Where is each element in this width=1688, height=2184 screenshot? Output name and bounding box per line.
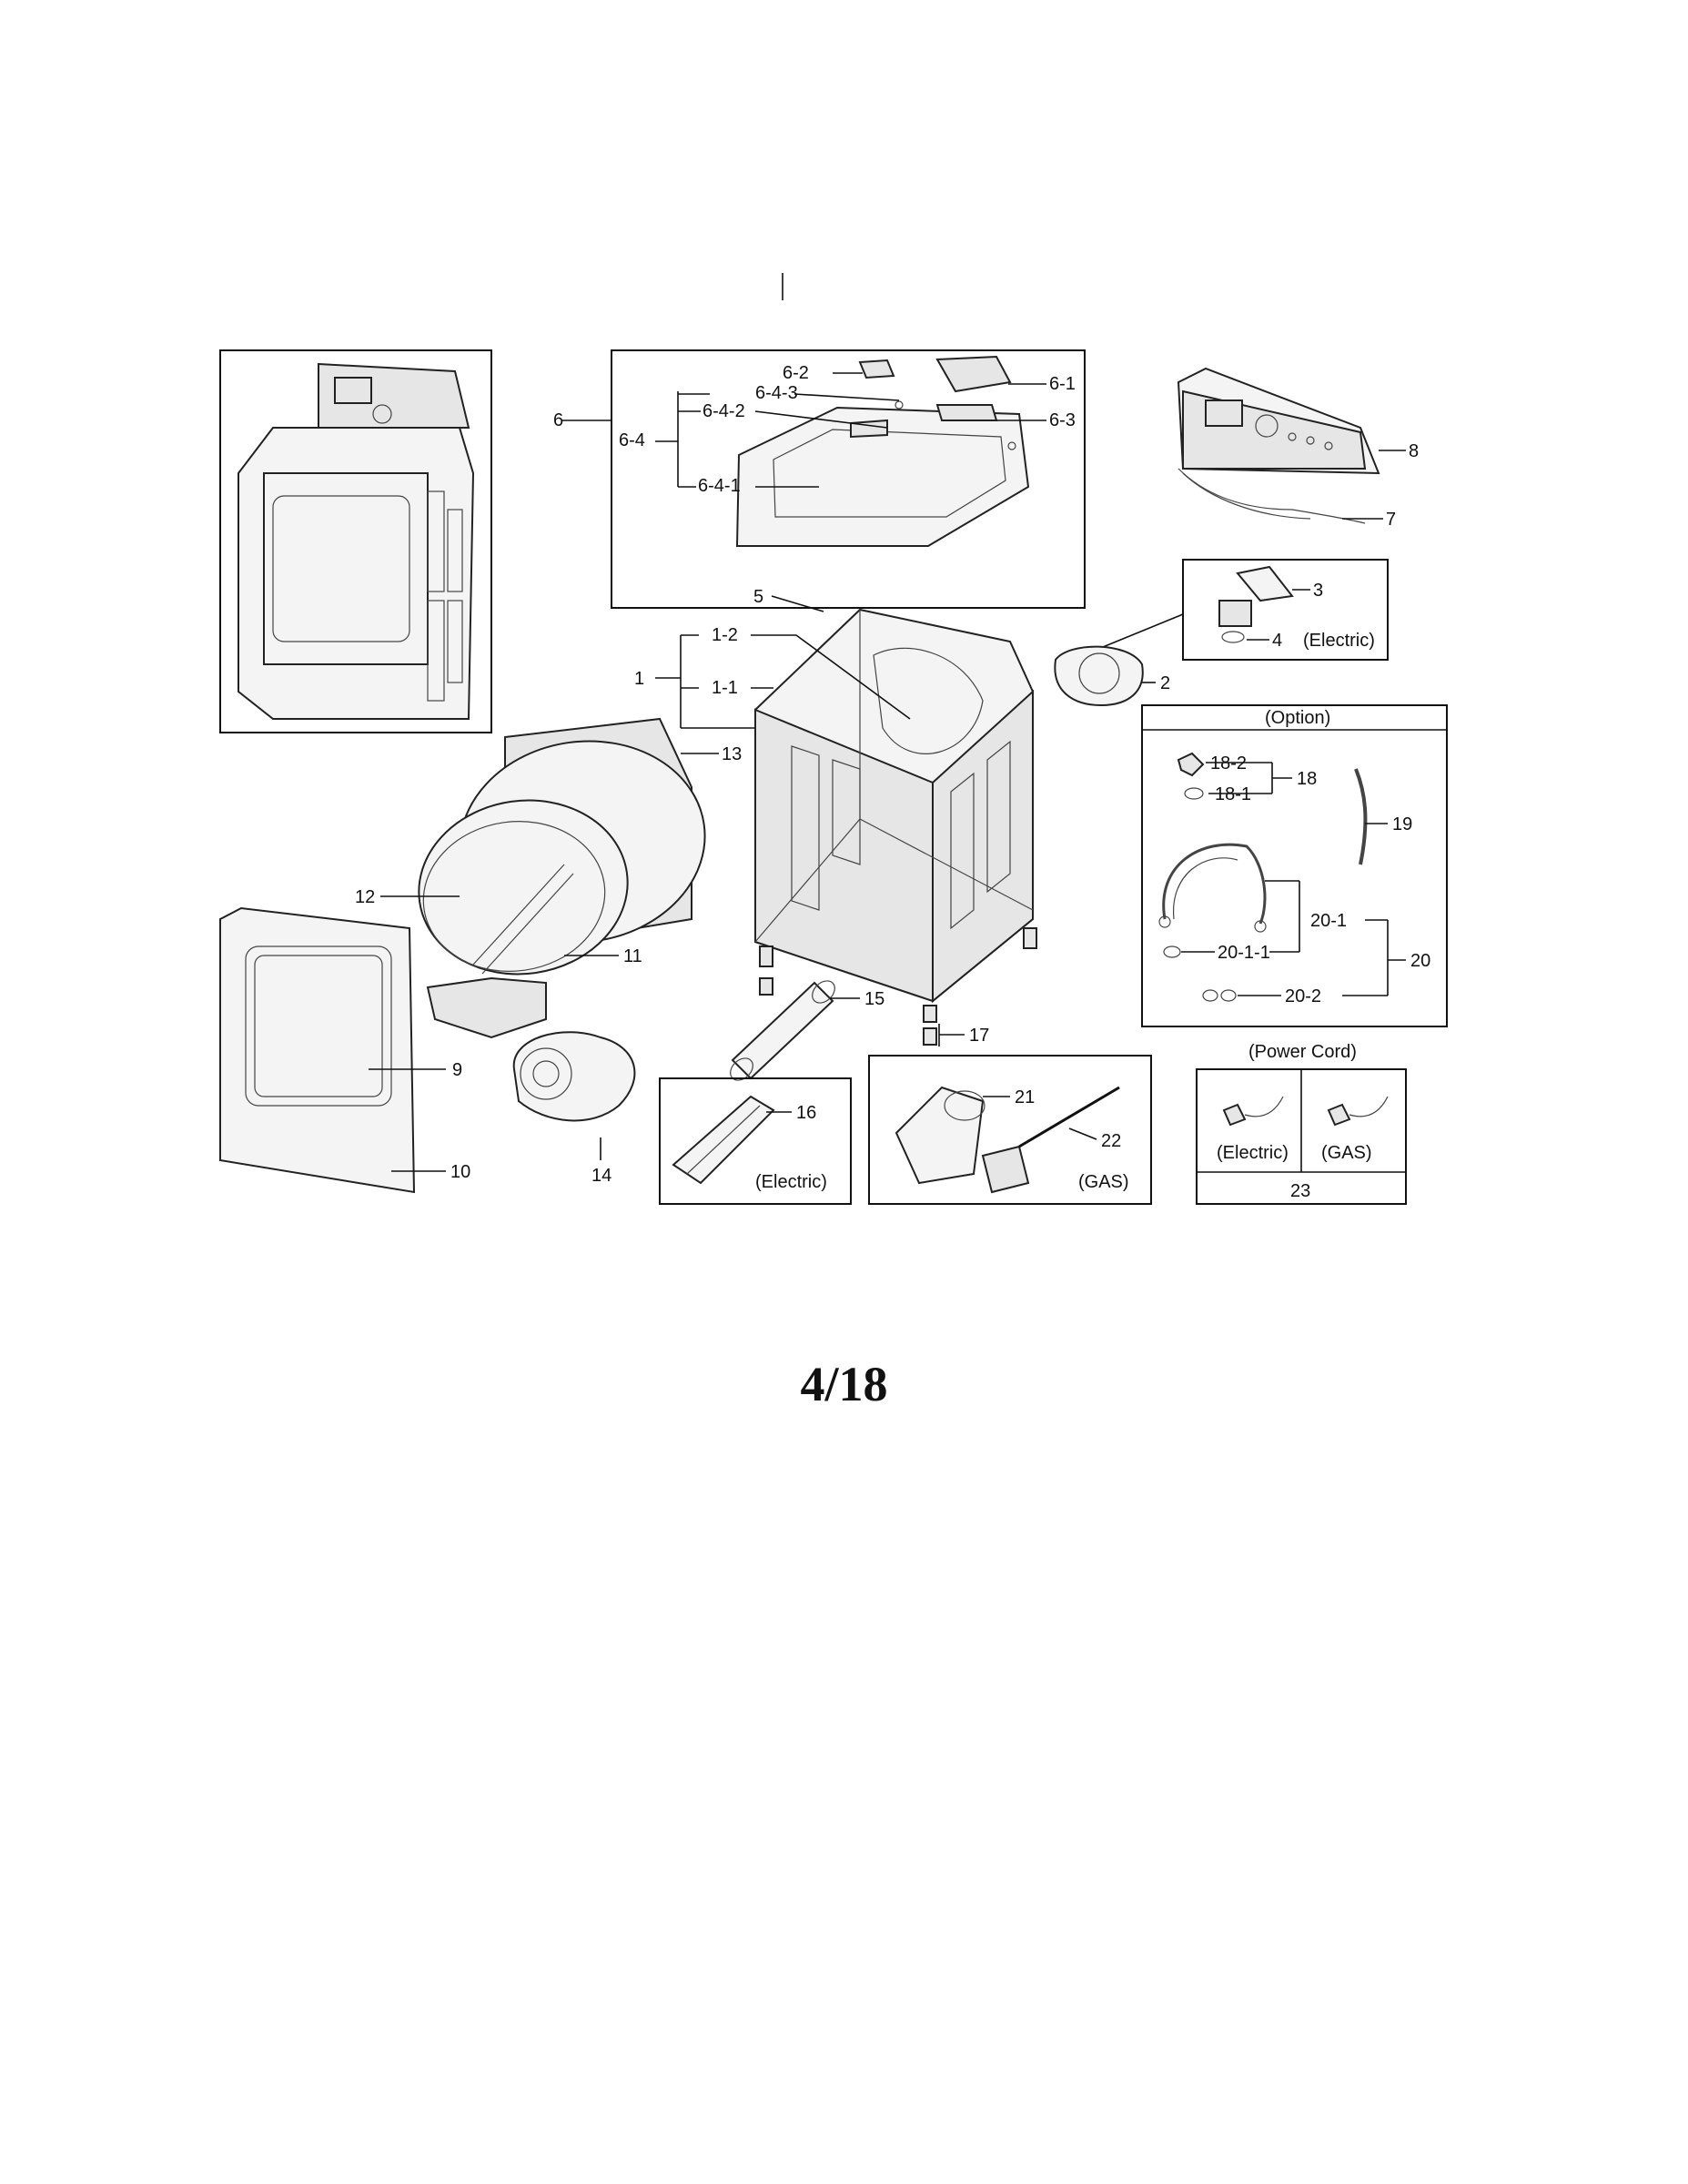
caption-power-cord: (Power Cord) xyxy=(1248,1042,1357,1062)
label-20: 20 xyxy=(1410,951,1430,971)
label-6-1: 6-1 xyxy=(1049,374,1076,394)
label-6: 6 xyxy=(553,410,563,430)
gas-valve-box xyxy=(868,1055,1152,1205)
caption-cord-gas: (GAS) xyxy=(1321,1143,1372,1163)
label-1: 1 xyxy=(634,669,644,689)
label-18: 18 xyxy=(1297,769,1317,789)
label-22: 22 xyxy=(1101,1131,1121,1151)
label-20-1: 20-1 xyxy=(1310,911,1347,931)
cabinet-group xyxy=(655,595,1037,1046)
label-8: 8 xyxy=(1409,441,1419,461)
label-12: 12 xyxy=(355,887,375,907)
label-6-4: 6-4 xyxy=(619,430,645,450)
caption-gas: (GAS) xyxy=(1078,1172,1129,1192)
exhaust-duct-group xyxy=(1054,645,1156,707)
label-3: 3 xyxy=(1313,581,1323,601)
part-labels: 6 6-2 6-4-3 6-4-2 6-4 6-4-1 6-1 6-3 8 7 … xyxy=(355,363,1430,1201)
option-box xyxy=(1141,704,1448,1027)
label-1-1: 1-1 xyxy=(712,678,738,698)
label-9: 9 xyxy=(452,1060,462,1080)
label-1-2: 1-2 xyxy=(712,625,738,645)
caption-cord-electric: (Electric) xyxy=(1217,1143,1289,1163)
label-7: 7 xyxy=(1386,510,1396,530)
label-14: 14 xyxy=(591,1166,612,1186)
blower-group xyxy=(512,1031,636,1160)
label-6-4-1: 6-4-1 xyxy=(698,476,741,496)
control-panel-group xyxy=(1177,367,1406,524)
label-18-1: 18-1 xyxy=(1215,784,1251,804)
power-cord-box xyxy=(1196,1068,1407,1205)
label-16: 16 xyxy=(796,1103,816,1123)
top-cover-group xyxy=(562,273,1086,609)
label-2: 2 xyxy=(1160,673,1170,693)
label-23: 23 xyxy=(1290,1181,1310,1201)
label-21: 21 xyxy=(1015,1087,1035,1107)
caption-heater-electric: (Electric) xyxy=(755,1172,827,1192)
label-10: 10 xyxy=(450,1162,470,1182)
page-number: 4/18 xyxy=(800,1357,888,1411)
label-6-4-2: 6-4-2 xyxy=(702,401,745,421)
label-6-3: 6-3 xyxy=(1049,410,1076,430)
label-11: 11 xyxy=(623,946,642,966)
label-13: 13 xyxy=(722,744,742,764)
duct-tube-group xyxy=(730,980,965,1081)
label-19: 19 xyxy=(1392,814,1412,834)
heater-box xyxy=(659,1077,852,1205)
assembled-dryer-view xyxy=(219,349,492,733)
caption-option: (Option) xyxy=(1265,708,1330,728)
label-20-2: 20-2 xyxy=(1285,986,1321,1006)
label-15: 15 xyxy=(864,989,884,1009)
drum-group xyxy=(380,717,719,1039)
front-panel-group xyxy=(219,906,446,1194)
label-17: 17 xyxy=(969,1026,989,1046)
label-4: 4 xyxy=(1272,631,1282,651)
label-18-2: 18-2 xyxy=(1210,753,1247,774)
caption-electric-filter: (Electric) xyxy=(1303,631,1375,651)
label-6-4-3: 6-4-3 xyxy=(755,383,798,403)
label-20-1-1: 20-1-1 xyxy=(1218,943,1270,963)
label-6-2: 6-2 xyxy=(783,363,809,383)
label-5: 5 xyxy=(753,587,763,607)
